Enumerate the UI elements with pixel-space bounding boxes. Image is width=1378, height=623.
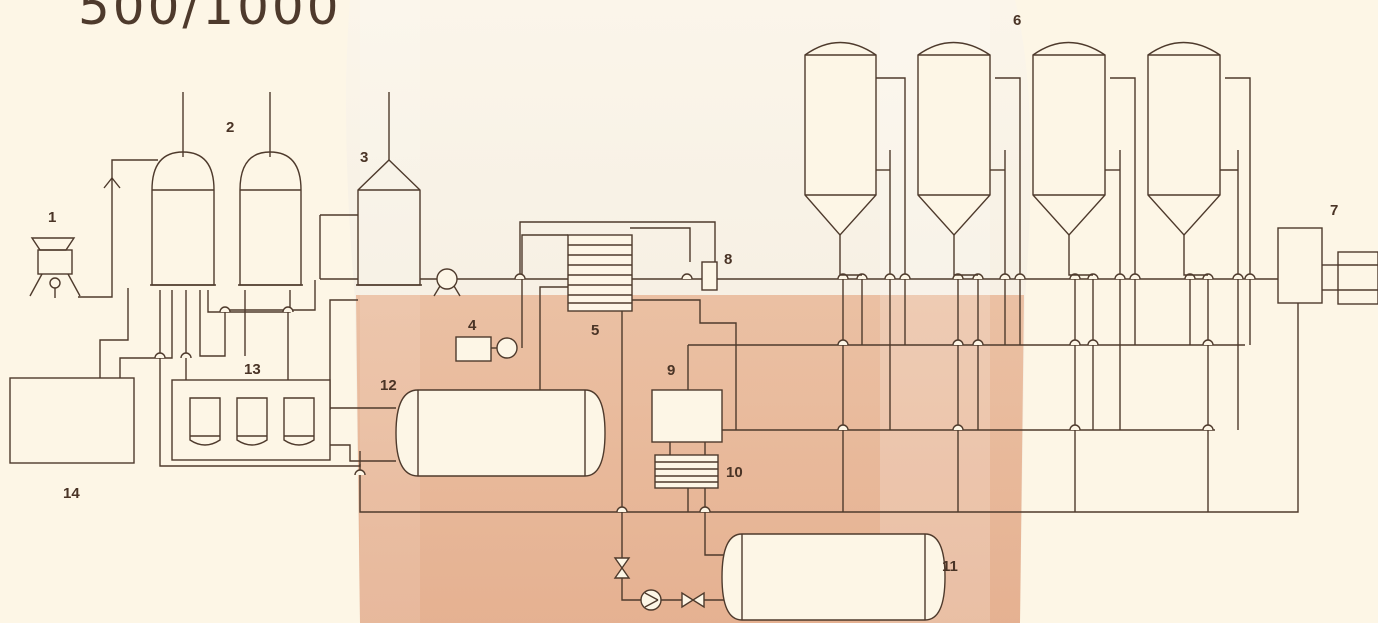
filtration-unit-7 bbox=[1277, 227, 1378, 305]
label-9: 9 bbox=[667, 362, 675, 379]
brewing-vessels-2 bbox=[150, 92, 303, 286]
cip-station-13 bbox=[171, 379, 331, 461]
pipe-network bbox=[78, 77, 1299, 601]
cooling-unit-9 bbox=[651, 389, 723, 443]
flow-meter-8 bbox=[701, 261, 718, 291]
plate-heat-exchanger-5 bbox=[567, 234, 633, 312]
label-10: 10 bbox=[726, 464, 743, 481]
label-3: 3 bbox=[360, 149, 368, 166]
hot-water-tank-12 bbox=[395, 389, 606, 477]
control-panel-14 bbox=[9, 377, 135, 464]
fermenters-6 bbox=[804, 41, 1238, 276]
label-1: 1 bbox=[48, 209, 56, 226]
label-13: 13 bbox=[244, 361, 261, 378]
water-tank-11 bbox=[721, 533, 946, 621]
label-8: 8 bbox=[724, 251, 732, 268]
label-6: 6 bbox=[1013, 12, 1021, 29]
malt-mill-1 bbox=[29, 237, 81, 298]
label-11: 11 bbox=[942, 558, 958, 575]
wort-pump bbox=[433, 268, 461, 297]
label-7: 7 bbox=[1330, 202, 1338, 219]
heat-exchanger-10 bbox=[654, 454, 719, 489]
label-2: 2 bbox=[226, 119, 234, 136]
pipe-crossings bbox=[154, 273, 1256, 513]
whirlpool-3 bbox=[356, 92, 422, 286]
equipment-labels: 1 2 3 4 5 6 7 8 9 10 11 12 13 14 bbox=[48, 12, 1338, 575]
aeration-unit-4 bbox=[455, 336, 518, 362]
label-5: 5 bbox=[591, 322, 599, 339]
label-4: 4 bbox=[468, 317, 477, 334]
pump-and-valves bbox=[613, 557, 705, 611]
label-14: 14 bbox=[63, 485, 80, 502]
label-12: 12 bbox=[380, 377, 397, 394]
